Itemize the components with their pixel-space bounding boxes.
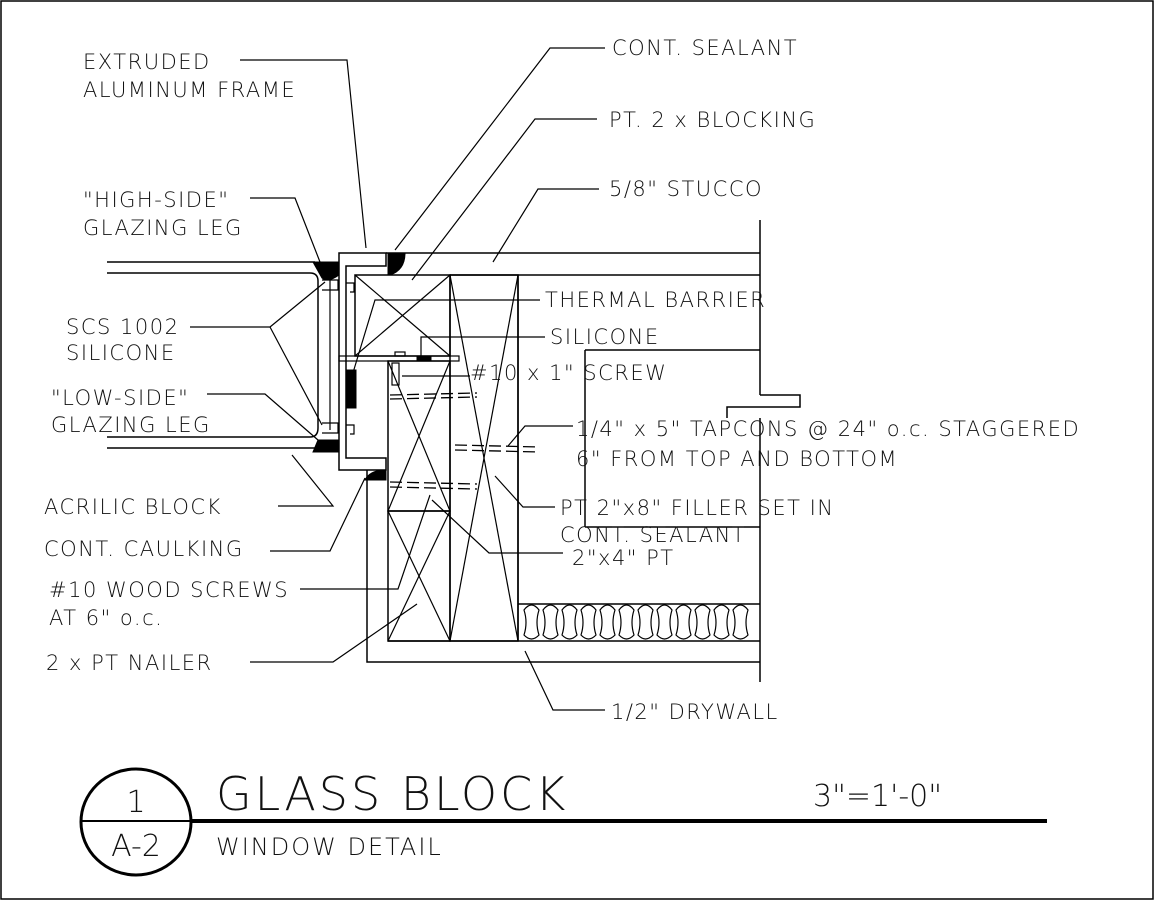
detail-number: 1 — [126, 785, 145, 820]
drawing-title: GLASS BLOCK — [216, 767, 568, 821]
blocking-cross-b — [354, 274, 451, 357]
label-low-side: "LOW-SIDE" — [51, 386, 189, 410]
leader-silicone — [420, 336, 545, 356]
leader-high-side — [250, 197, 321, 263]
leader-acrilic — [278, 454, 335, 507]
leader-extruded-frame — [240, 59, 367, 249]
nailer-cross-b — [387, 360, 451, 512]
insulation-loop — [523, 604, 540, 640]
drawing-scale: 3"=1'-0" — [813, 779, 942, 814]
drywall-outline — [366, 470, 760, 663]
nailer-lower-cross-b — [387, 510, 451, 642]
leader-wood-screws — [300, 494, 431, 590]
label-tapcons: 1/4" x 5" TAPCONS @ 24" o.c. STAGGERED — [576, 417, 1080, 441]
insulation-loop — [656, 604, 673, 640]
aluminum-frame — [338, 252, 387, 471]
label-pt-blocking: PT. 2 x BLOCKING — [609, 108, 816, 132]
leader-nailer — [250, 603, 418, 663]
wood-screw-lower — [389, 481, 478, 485]
insulation-loop — [561, 604, 578, 640]
label-low-side-glazing: GLAZING LEG — [51, 413, 211, 437]
label-wood-screws-spacing: AT 6" o.c. — [49, 606, 163, 630]
silicone-pad — [394, 351, 406, 357]
insulation-loop — [618, 604, 635, 640]
leader-2x4 — [431, 499, 563, 554]
filler-cross-b — [449, 274, 519, 642]
label-aluminum-frame: ALUMINUM FRAME — [83, 78, 296, 102]
leader-scs-silicone-a — [190, 281, 326, 328]
leader-drywall — [524, 650, 605, 711]
wood-screw-upper — [389, 392, 478, 396]
leader-blocking — [411, 118, 597, 281]
label-high-side: "HIGH-SIDE" — [83, 188, 229, 212]
wood-screw-lower-b — [389, 486, 478, 490]
leader-scs-silicone-b — [269, 326, 323, 426]
insulation-loop — [580, 604, 597, 640]
label-silicone: SILICONE — [550, 325, 660, 349]
leader-stucco — [492, 188, 599, 263]
tapcon-b — [454, 449, 541, 453]
label-filler-sealant: CONT. SEALANT — [560, 523, 746, 547]
label-2x4-pt: 2"x4" PT — [572, 546, 675, 570]
label-scs-1002: SCS 1002 — [66, 315, 179, 339]
screw-1inch — [391, 362, 400, 386]
frame-hook-top — [346, 282, 355, 293]
insulation-loop — [637, 604, 654, 640]
leader-caulking — [270, 477, 366, 552]
leader-lines — [190, 47, 605, 711]
label-wood-screws: #10 WOOD SCREWS — [49, 578, 289, 602]
leader-low-side — [207, 393, 319, 441]
label-filler: PT 2"x8" FILLER SET IN — [560, 496, 835, 520]
batt-insulation — [523, 604, 749, 640]
label-extruded: EXTRUDED — [83, 50, 211, 74]
leader-tapcons — [507, 425, 573, 447]
label-scs-silicone: SILICONE — [66, 341, 176, 365]
cont-sealant-blob — [387, 252, 406, 276]
label-tapcons-location: 6" FROM TOP AND BOTTOM — [576, 447, 898, 471]
high-side-sealant — [312, 261, 340, 281]
wall-step — [726, 394, 801, 418]
drawing-subtitle: WINDOW DETAIL — [216, 833, 443, 861]
title-block: 1 A-2 GLASS BLOCK WINDOW DETAIL 3"=1'-0" — [79, 767, 1047, 877]
label-stucco: 5/8" STUCCO — [609, 177, 763, 201]
label-pt-nailer: 2 x PT NAILER — [46, 651, 213, 675]
label-cont-caulking: CONT. CAULKING — [44, 537, 244, 561]
insulation-loop — [694, 604, 711, 640]
low-side-sealant — [312, 439, 340, 453]
leader-filler — [494, 475, 555, 508]
label-acrilic-block: ACRILIC BLOCK — [44, 495, 222, 519]
wood-screw-upper-b — [389, 396, 478, 400]
leader-cont-sealant — [394, 47, 605, 251]
thermal-barrier — [345, 369, 357, 409]
sheet-number: A-2 — [111, 829, 161, 864]
insulation-loop — [542, 604, 559, 640]
insulation-loop — [675, 604, 692, 640]
label-drywall: 1/2" DRYWALL — [611, 700, 779, 724]
insulation-loop — [599, 604, 616, 640]
cont-caulking-blob — [364, 469, 387, 481]
frame-hook-bottom — [346, 424, 355, 435]
label-thermal-barrier: THERMAL BARRIER — [545, 288, 766, 312]
insulation-loop — [713, 604, 730, 640]
glazing-clip-bottom — [322, 422, 339, 434]
label-screw: #10 x 1" SCREW — [470, 361, 667, 385]
leader-thermal-barrier — [351, 299, 540, 377]
insulation-loop — [732, 604, 749, 640]
tapcon — [454, 444, 541, 448]
label-cont-sealant: CONT. SEALANT — [612, 36, 798, 60]
label-high-side-glazing: GLAZING LEG — [83, 216, 243, 240]
callout-labels: EXTRUDED ALUMINUM FRAME "HIGH-SIDE" GLAZ… — [44, 36, 1080, 724]
